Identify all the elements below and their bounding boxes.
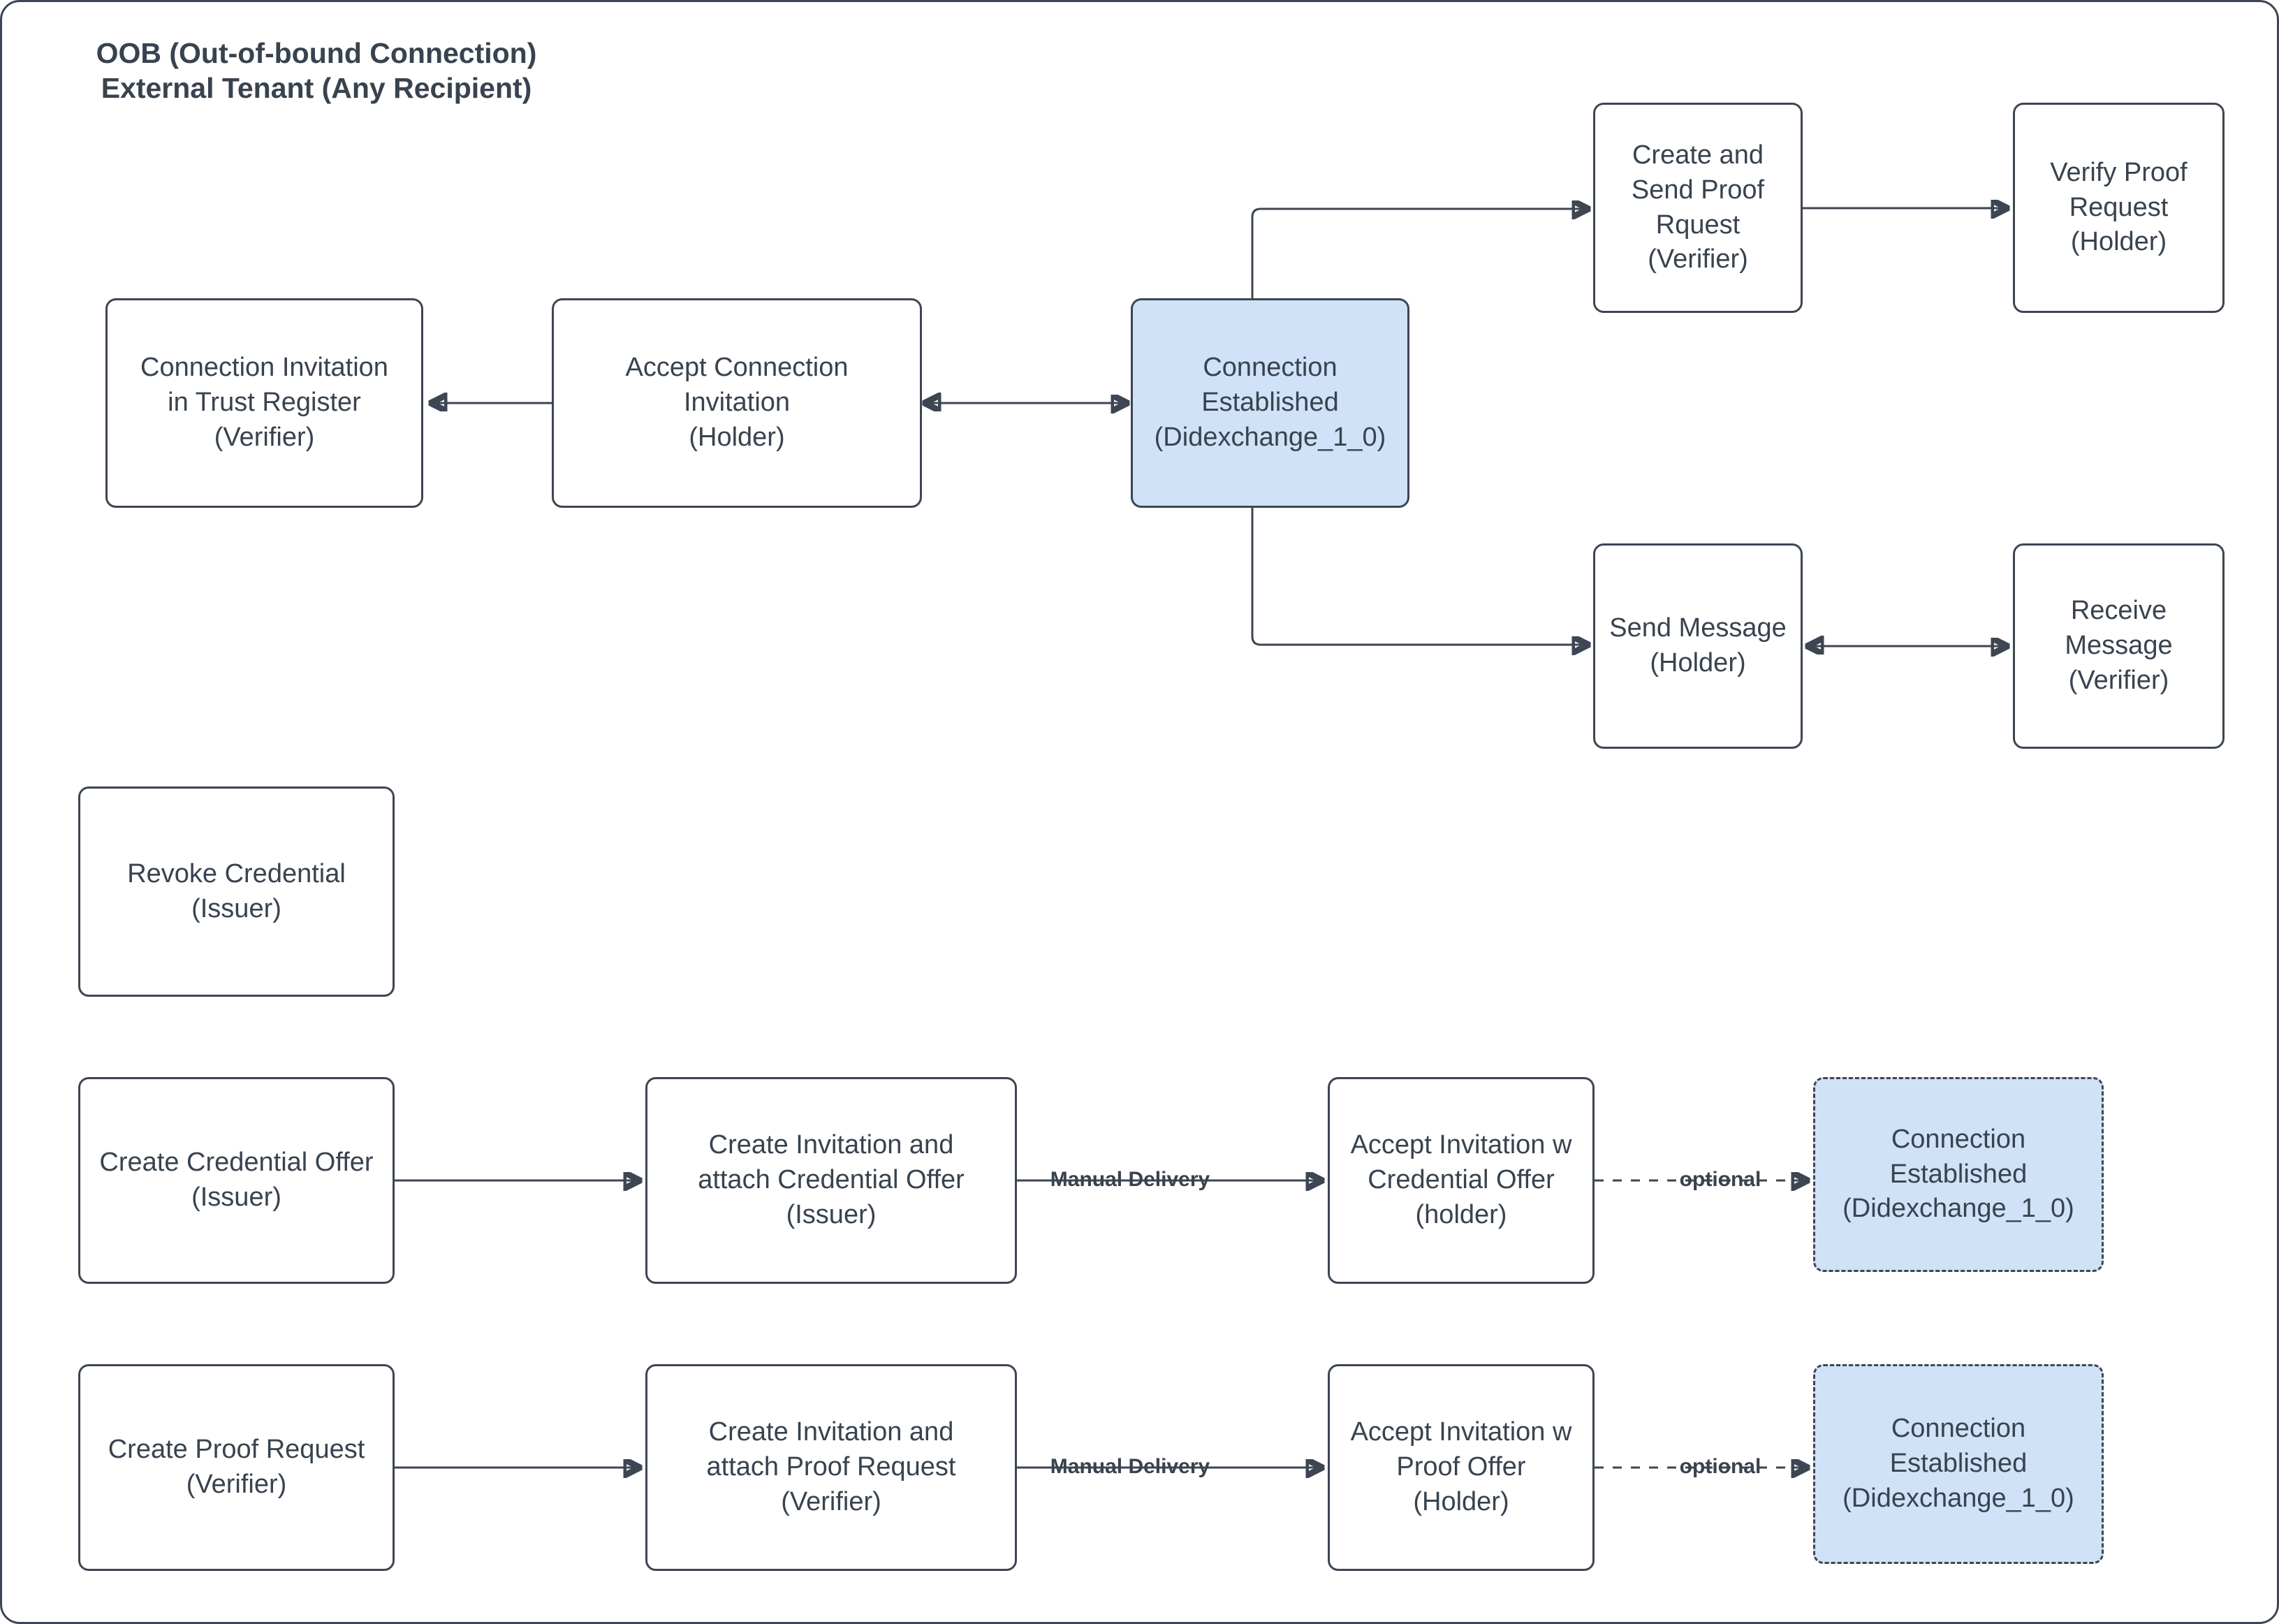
node-accept-invitation-credential-offer: Accept Invitation w Credential Offer (ho… [1328,1077,1595,1284]
node-receive-message: Receive Message (Verifier) [2013,543,2225,749]
node-create-invitation-attach-credential-offer: Create Invitation and attach Credential … [645,1077,1017,1284]
diagram-title-line2: External Tenant (Any Recipient) [101,72,532,104]
node-connection-established-2: Connection Established (Didexchange_1_0) [1813,1077,2104,1272]
diagram-title-line1: OOB (Out-of-bound Connection) [96,37,537,69]
edge-label-manual-delivery-credential: Manual Delivery [1050,1168,1210,1191]
node-create-proof-request: Create Proof Request (Verifier) [78,1364,395,1571]
node-create-send-proof-request: Create and Send Proof Rquest (Verifier) [1593,103,1803,313]
node-create-credential-offer: Create Credential Offer (Issuer) [78,1077,395,1284]
node-verify-proof-request: Verify Proof Request (Holder) [2013,103,2225,313]
node-create-invitation-attach-proof-request: Create Invitation and attach Proof Reque… [645,1364,1017,1571]
node-revoke-credential: Revoke Credential (Issuer) [78,787,395,997]
edge-connection-established-to-send-message [1251,508,1588,645]
node-accept-connection-invitation: Accept Connection Invitation (Holder) [552,298,922,508]
node-connection-invitation-trust-register: Connection Invitation in Trust Register … [105,298,423,508]
node-send-message: Send Message (Holder) [1593,543,1803,749]
edge-connection-established-to-create-send-proof [1251,209,1588,298]
edge-label-optional-proof: optional [1679,1455,1761,1478]
node-connection-established: Connection Established (Didexchange_1_0) [1131,298,1409,508]
node-accept-invitation-proof-offer: Accept Invitation w Proof Offer (Holder) [1328,1364,1595,1571]
node-connection-established-3: Connection Established (Didexchange_1_0) [1813,1364,2104,1564]
diagram-title: OOB (Out-of-bound Connection) External T… [72,36,561,105]
edge-label-manual-delivery-proof: Manual Delivery [1050,1455,1210,1478]
edge-label-optional-credential: optional [1679,1168,1761,1191]
